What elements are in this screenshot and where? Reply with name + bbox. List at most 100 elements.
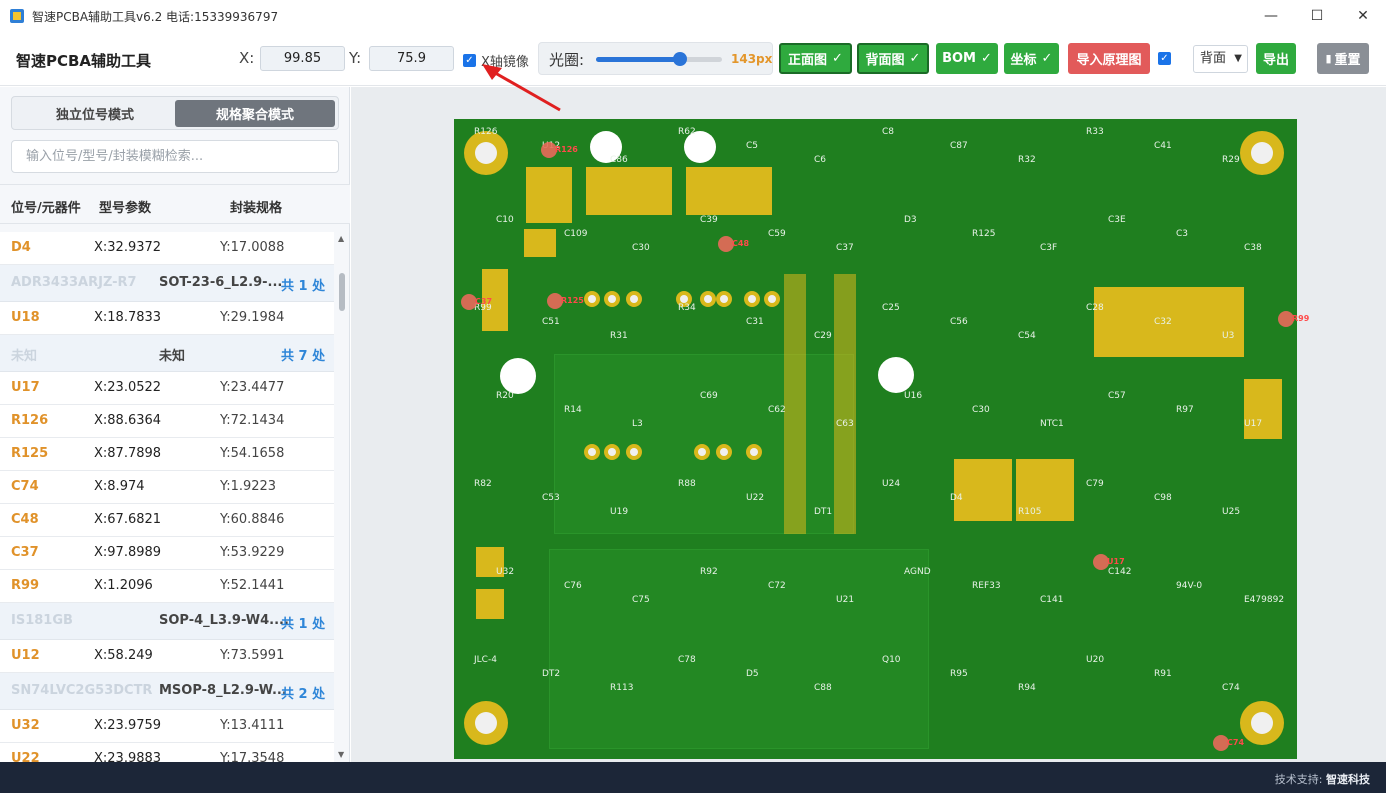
silkscreen-label: C28 bbox=[1086, 303, 1104, 313]
group-count: 共 7 处 bbox=[281, 349, 326, 364]
marker-label: R126 bbox=[555, 145, 578, 154]
close-button[interactable]: ✕ bbox=[1357, 8, 1369, 24]
aperture-slider[interactable] bbox=[596, 52, 722, 66]
pad bbox=[1244, 379, 1282, 439]
mounting-hole bbox=[1240, 131, 1284, 175]
side-select[interactable]: 背面 ▼ bbox=[1193, 45, 1248, 73]
aperture-slider-fill bbox=[596, 57, 681, 62]
export-button[interactable]: 导出 bbox=[1256, 43, 1296, 74]
component-marker[interactable] bbox=[547, 293, 563, 309]
component-marker[interactable] bbox=[1093, 554, 1109, 570]
silkscreen-label: C88 bbox=[814, 683, 832, 693]
schematic-checkbox[interactable]: ✓ bbox=[1158, 52, 1171, 65]
board-canvas[interactable]: R126U12C86R62C5C6C8C87R32R33C41R29C10C10… bbox=[351, 87, 1386, 762]
board-cutout bbox=[590, 131, 622, 163]
chevron-down-icon: ▼ bbox=[1234, 53, 1242, 64]
silkscreen-label: C69 bbox=[700, 391, 718, 401]
back-view-label: 背面图 bbox=[865, 53, 905, 68]
silkscreen-label: C72 bbox=[768, 581, 786, 591]
through-hole-pad bbox=[694, 444, 710, 460]
row-y: Y:1.9223 bbox=[220, 479, 277, 494]
component-marker[interactable] bbox=[461, 294, 477, 310]
list-scrollbar[interactable]: ▲ ▼ bbox=[336, 232, 348, 762]
y-label: Y: bbox=[349, 49, 362, 67]
import-schematic-button[interactable]: 导入原理图 bbox=[1068, 43, 1150, 74]
silkscreen-label: C109 bbox=[564, 229, 588, 239]
silkscreen-label: R31 bbox=[610, 331, 628, 341]
row-x: X:23.0522 bbox=[94, 380, 162, 395]
annotation-arrow-icon bbox=[482, 64, 561, 112]
silkscreen-label: R92 bbox=[700, 567, 718, 577]
group-name: 未知 bbox=[11, 349, 38, 364]
pcb-board[interactable]: R126U12C86R62C5C6C8C87R32R33C41R29C10C10… bbox=[454, 119, 1309, 759]
y-coordinate-input[interactable]: 75.9 bbox=[369, 46, 454, 71]
x-mirror-checkbox[interactable]: ✓ bbox=[463, 54, 476, 67]
front-view-button[interactable]: 正面图 ✓ bbox=[779, 43, 852, 74]
minimize-button[interactable]: — bbox=[1264, 8, 1278, 24]
x-label: X: bbox=[239, 49, 255, 67]
silkscreen-label: D4 bbox=[950, 493, 963, 503]
bom-button[interactable]: BOM ✓ bbox=[936, 43, 998, 74]
silkscreen-label: U19 bbox=[610, 507, 629, 517]
marker-label: C37 bbox=[475, 297, 493, 306]
silkscreen-label: R20 bbox=[496, 391, 514, 401]
scrollbar-thumb[interactable] bbox=[339, 273, 345, 311]
component-marker[interactable] bbox=[1278, 311, 1294, 327]
through-hole-pad bbox=[584, 291, 600, 307]
x-coordinate-input[interactable]: 99.85 bbox=[260, 46, 345, 71]
mode-aggregate-tab[interactable]: 规格聚合模式 bbox=[175, 100, 335, 127]
reset-button[interactable]: ▮ 重置 bbox=[1317, 43, 1369, 74]
back-view-button[interactable]: 背面图 ✓ bbox=[857, 43, 929, 74]
silkscreen-label: C86 bbox=[610, 155, 628, 165]
aperture-slider-handle[interactable] bbox=[673, 52, 688, 66]
scroll-up-icon[interactable]: ▲ bbox=[338, 234, 345, 243]
row-y: Y:52.1441 bbox=[220, 578, 285, 593]
window-title: 智速PCBA辅助工具v6.2 电话:15339936797 bbox=[32, 9, 279, 24]
silkscreen-label: C30 bbox=[632, 243, 650, 253]
silkscreen-label: C6 bbox=[814, 155, 827, 165]
silkscreen-label: U25 bbox=[1222, 507, 1241, 517]
coordinate-button[interactable]: 坐标 ✓ bbox=[1004, 43, 1059, 74]
status-footer: 技术支持: 智速科技 bbox=[0, 762, 1386, 793]
silkscreen-label: R126 bbox=[474, 127, 498, 137]
silkscreen-label: D3 bbox=[904, 215, 917, 225]
row-x: X:23.9759 bbox=[94, 718, 162, 733]
row-y: Y:73.5991 bbox=[220, 648, 285, 663]
silkscreen-label: JLC-4 bbox=[474, 655, 497, 665]
mode-independent-tab[interactable]: 独立位号模式 bbox=[55, 108, 134, 123]
board-cutout bbox=[878, 357, 914, 393]
maximize-button[interactable]: ☐ bbox=[1310, 8, 1324, 24]
group-package: SOT-23-6_L2.9-... bbox=[159, 275, 283, 290]
check-icon: ✓ bbox=[832, 51, 843, 66]
silkscreen-label: U16 bbox=[904, 391, 923, 401]
scroll-down-icon[interactable]: ▼ bbox=[338, 750, 345, 759]
group-row[interactable]: 未知未知共 7 处 bbox=[0, 335, 334, 372]
title-bar: 智速PCBA辅助工具v6.2 电话:15339936797 — ☐ ✕ bbox=[0, 0, 1386, 32]
component-marker[interactable] bbox=[718, 236, 734, 252]
marker-label: R125 bbox=[561, 296, 584, 305]
component-marker[interactable] bbox=[1213, 735, 1229, 751]
group-count: 共 1 处 bbox=[281, 617, 326, 632]
silkscreen-label: C37 bbox=[836, 243, 854, 253]
group-count: 共 2 处 bbox=[281, 687, 326, 702]
component-marker[interactable] bbox=[541, 142, 557, 158]
through-hole-pad bbox=[604, 291, 620, 307]
copper-region bbox=[549, 549, 929, 749]
silkscreen-label: C5 bbox=[746, 141, 759, 151]
row-ref: R99 bbox=[11, 578, 40, 593]
search-input[interactable]: 输入位号/型号/封装模糊检索... bbox=[11, 140, 339, 173]
